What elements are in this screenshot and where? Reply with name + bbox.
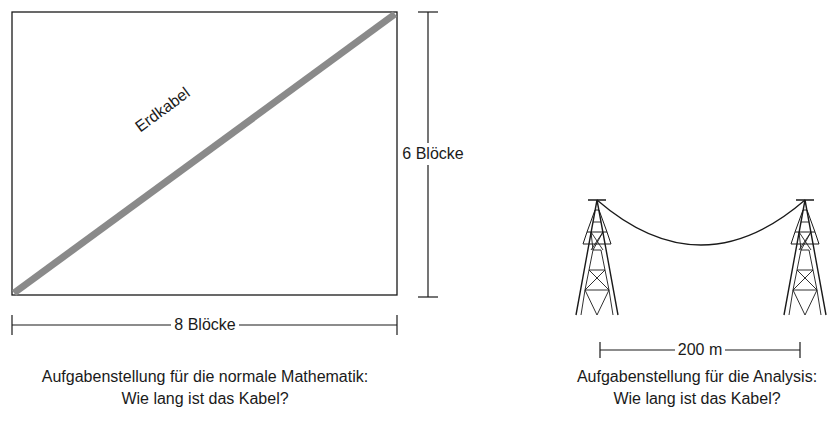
cable-label: Erdkabel bbox=[131, 82, 195, 137]
caption: Aufgabenstellung für die normale Mathema… bbox=[33, 366, 378, 410]
area-rect bbox=[12, 12, 397, 295]
power-cable bbox=[597, 200, 805, 245]
dimension-label: 200 m bbox=[675, 339, 725, 361]
dimension-label: 6 Blöcke bbox=[399, 143, 466, 165]
earth-cable bbox=[14, 14, 395, 293]
caption: Aufgabenstellung für die Analysis: Wie l… bbox=[563, 366, 831, 410]
pylon bbox=[784, 200, 826, 315]
dimension-label: 8 Blöcke bbox=[171, 314, 238, 336]
pylon bbox=[576, 200, 618, 315]
